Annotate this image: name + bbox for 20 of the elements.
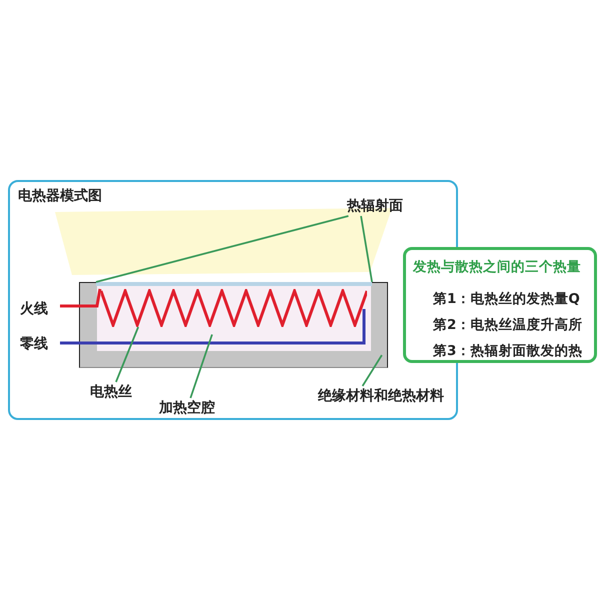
leader-line [96,215,349,283]
info-heading: 发热与散热之间的三个热量 [413,258,581,276]
heating-cavity [97,285,371,351]
info-item: 第3：热辐射面散发的热 [433,342,582,360]
leader-line [362,354,383,386]
info-box [403,247,597,363]
insulation-shell [79,282,388,368]
info-item: 第1：电热丝的发热量Q [433,290,580,308]
radiating-surface [96,282,372,286]
callout-label: 加热空腔 [152,398,222,418]
callout-label: 热辐射面 [340,196,410,216]
heating-coil [101,289,367,327]
info-item: 第2：电热丝温度升高所 [433,316,582,334]
wire-label: 零线 [20,335,48,353]
callout-label: 电热丝 [86,382,136,402]
panel-title: 电热器模式图 [18,187,102,205]
leader-line [190,334,213,398]
leader-line [360,216,373,282]
callout-label: 绝缘材料和绝热材料 [310,386,452,406]
wire-label: 火线 [20,300,48,318]
